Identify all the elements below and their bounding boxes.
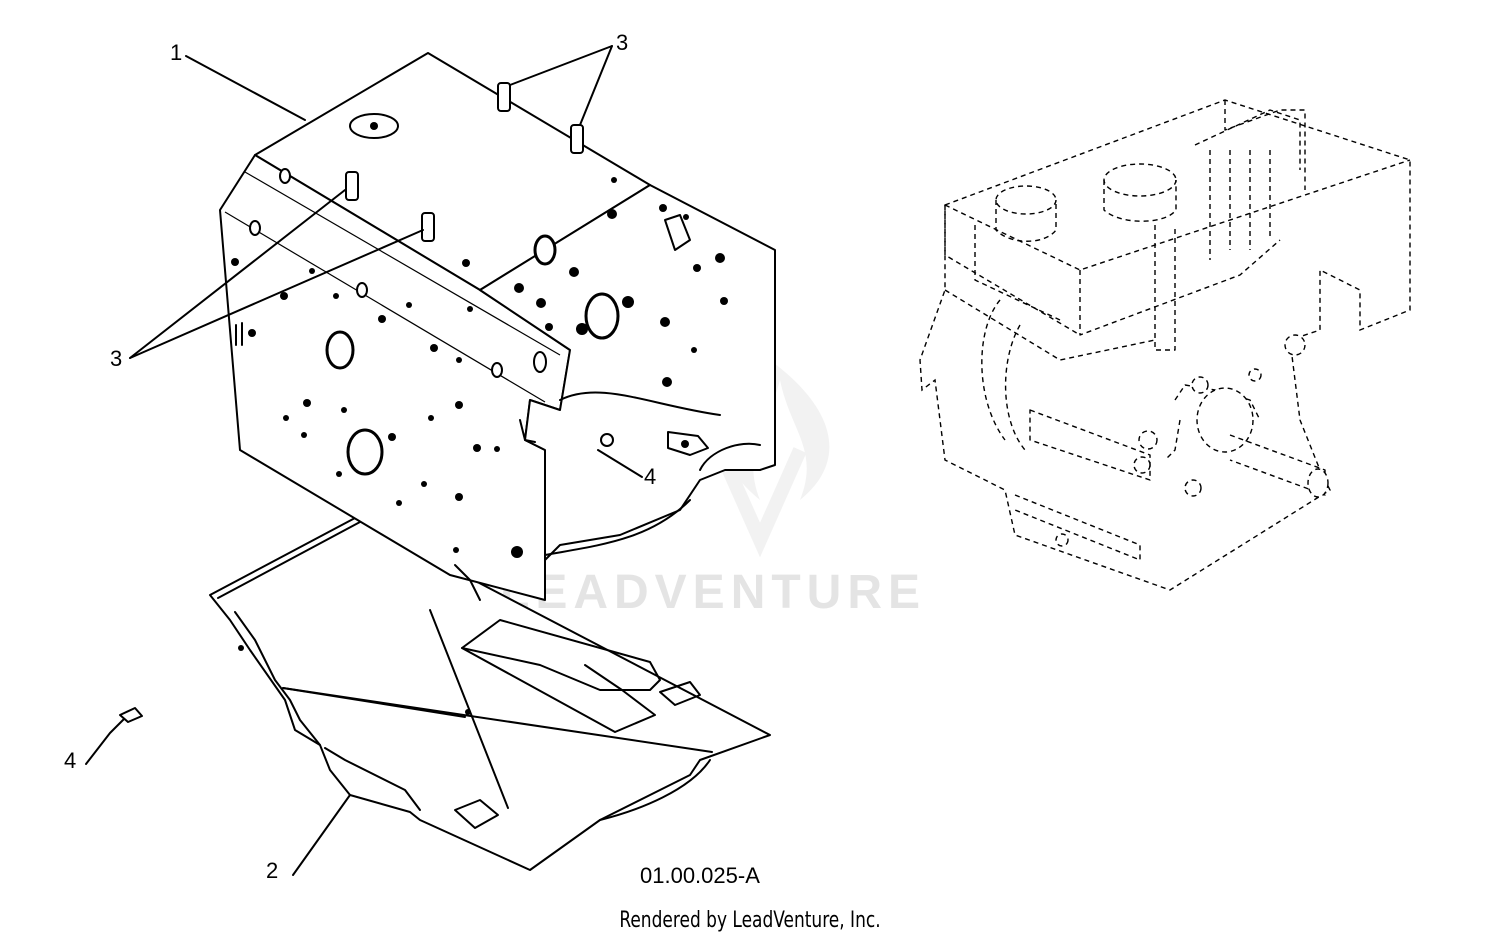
- callout-3-top: 3: [616, 30, 628, 55]
- engine-reference-outline: [919, 99, 1411, 591]
- footer-credit: Rendered by LeadVenture, Inc.: [619, 908, 881, 933]
- watermark-text: LEADVENTURE: [500, 566, 926, 619]
- callout-2: 2: [266, 858, 278, 883]
- main-housing: [219, 52, 776, 601]
- callout-4-left: 4: [64, 748, 76, 773]
- callout-3-left: 3: [110, 346, 122, 371]
- screws: [119, 433, 614, 723]
- mounting-holes: [231, 177, 728, 558]
- pins: [345, 82, 584, 242]
- callout-1: 1: [170, 40, 182, 65]
- leader-lines: [85, 45, 643, 876]
- bottom-plate: [209, 517, 771, 871]
- callout-4-right: 4: [644, 464, 656, 489]
- diagram-code: 01.00.025-A: [640, 863, 760, 888]
